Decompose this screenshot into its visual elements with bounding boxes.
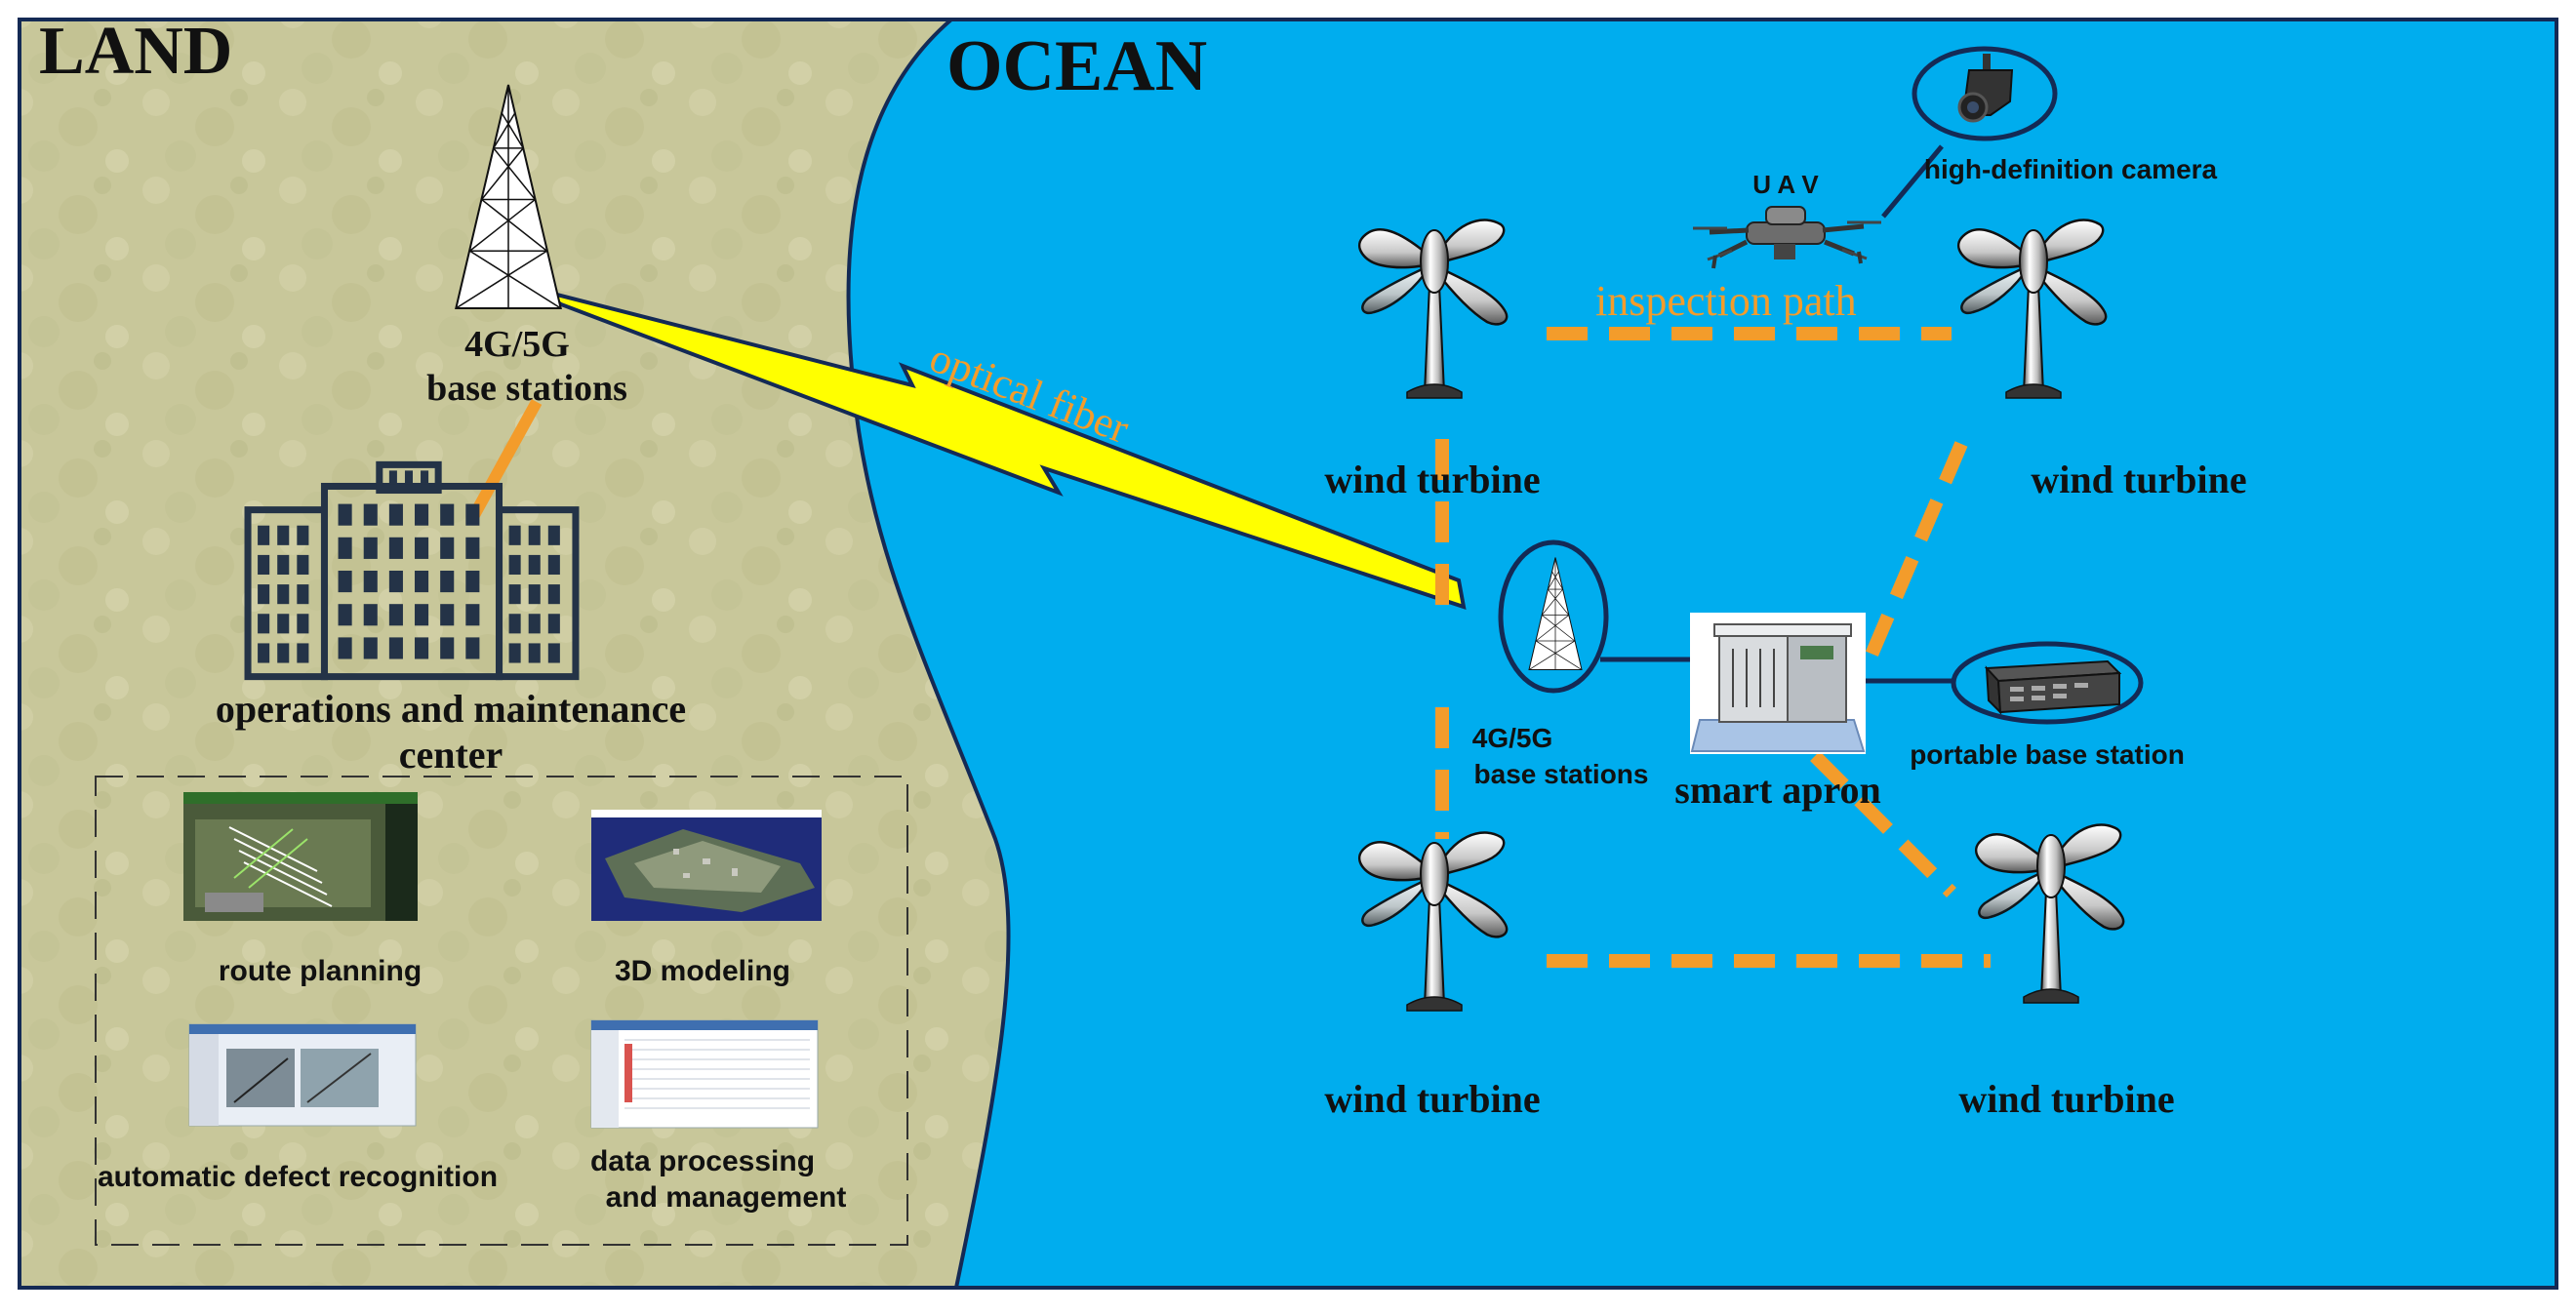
wind-turbine-label-1: wind turbine [1324,458,1540,501]
ocean-title: OCEAN [946,26,1207,106]
ocean-base-station-label-1: 4G/5G [1472,723,1552,753]
hd-camera-label: high-definition camera [1924,154,2218,184]
3d-modeling-thumbnail [591,810,822,921]
camera-icon [1957,54,2014,123]
route-planning-thumbnail [183,792,418,921]
inspection-path-label: inspection path [1595,277,1857,325]
uav-label: U A V [1752,170,1819,199]
smart-apron-icon [1690,613,1866,754]
functions-box [95,776,908,1246]
ocean-base-station-label-2: base stations [1474,759,1649,789]
3d-modeling-label: 3D modeling [615,955,790,987]
data-processing-label-2: and management [606,1181,847,1214]
ops-center-label-2: center [399,733,503,777]
optical-fiber-link [540,289,1467,610]
land-base-station-label-1: 4G/5G [464,324,570,365]
diagram-border [18,18,2558,1290]
land-base-station-label-2: base stations [426,368,627,409]
land-link-line [467,399,543,520]
camera-connector [1881,144,1944,219]
coastline [846,18,1011,1289]
ops-center-label-1: operations and maintenance [216,687,686,731]
defect-recognition-label: automatic defect recognition [98,1161,498,1193]
wind-turbine-label-2: wind turbine [2031,458,2246,501]
drone-icon [1693,206,1881,269]
defect-recognition-thumbnail [188,1023,417,1127]
wind-turbine-label-4: wind turbine [1958,1077,2174,1121]
portable-base-station-icon [1984,659,2122,715]
smart-apron-label: smart apron [1674,768,1880,812]
inspection-path [1435,327,1991,968]
land-title: LAND [39,14,232,89]
portable-base-station-label: portable base station [1910,739,2185,770]
wind-turbine-label-3: wind turbine [1324,1077,1540,1121]
data-processing-thumbnail [590,1019,819,1129]
data-processing-label-1: data processing [590,1145,815,1177]
route-planning-label: route planning [219,955,422,987]
